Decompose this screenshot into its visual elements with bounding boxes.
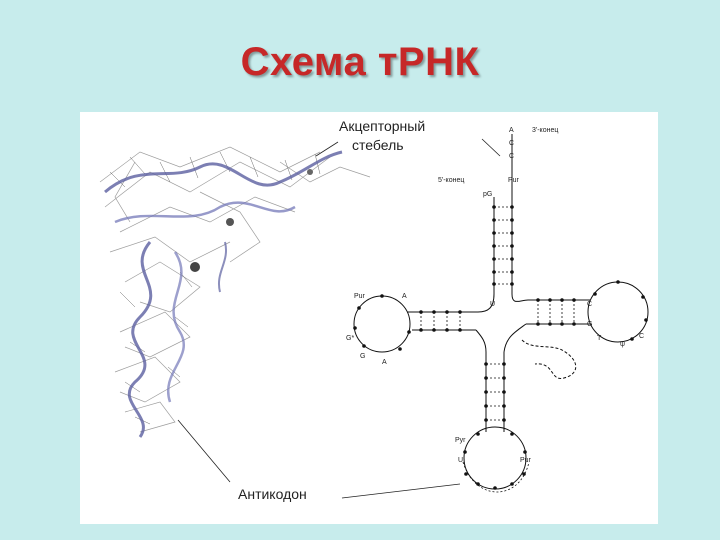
base-t-psi: ψ <box>620 341 625 348</box>
base-d-a-top: A <box>402 293 407 300</box>
five-prime-end-label: 5'-конец <box>438 177 464 184</box>
base-ac-u: U <box>458 457 463 464</box>
base-a1: A <box>509 127 514 134</box>
base-t-c2: C <box>639 333 644 340</box>
nucleotide-dots <box>353 205 648 490</box>
base-t-g: G <box>587 321 592 328</box>
base-d-pur: Pur <box>354 293 366 300</box>
base-c2: C <box>509 153 514 160</box>
trna-figure: Акцепторный стебель 3'-конец 5'-конец Ан… <box>80 112 658 524</box>
base-u-center: U <box>490 301 495 308</box>
base-d-a-bottom: A <box>382 359 387 366</box>
base-d-gstar: G* <box>346 335 354 342</box>
anticodon-label: Антикодон <box>238 486 307 502</box>
trna-cloverleaf <box>353 134 649 493</box>
base-letters: A C C Pur pG U Pur A G* G A C G T ψ C Py… <box>346 127 644 464</box>
base-pg: pG <box>483 191 492 198</box>
base-ac-pyr: Pyr <box>455 437 466 444</box>
base-t-c: C <box>587 301 592 308</box>
trna-3d-model <box>99 146 371 438</box>
trna-diagram-canvas: Акцепторный стебель 3'-конец 5'-конец Ан… <box>99 118 649 502</box>
base-t-t: T <box>597 335 602 342</box>
slide-title: Схема тРНК <box>240 40 480 84</box>
base-c1: C <box>509 140 514 147</box>
base-ac-pur: Pur <box>520 457 532 464</box>
three-prime-end-label: 3'-конец <box>532 127 558 134</box>
base-pur-top: Pur <box>508 177 520 184</box>
leader-lines <box>177 138 501 499</box>
acceptor-stem-label-1: Акцепторный <box>339 118 425 134</box>
acceptor-stem-label-2: стебель <box>352 137 404 153</box>
base-d-g: G <box>360 353 365 360</box>
